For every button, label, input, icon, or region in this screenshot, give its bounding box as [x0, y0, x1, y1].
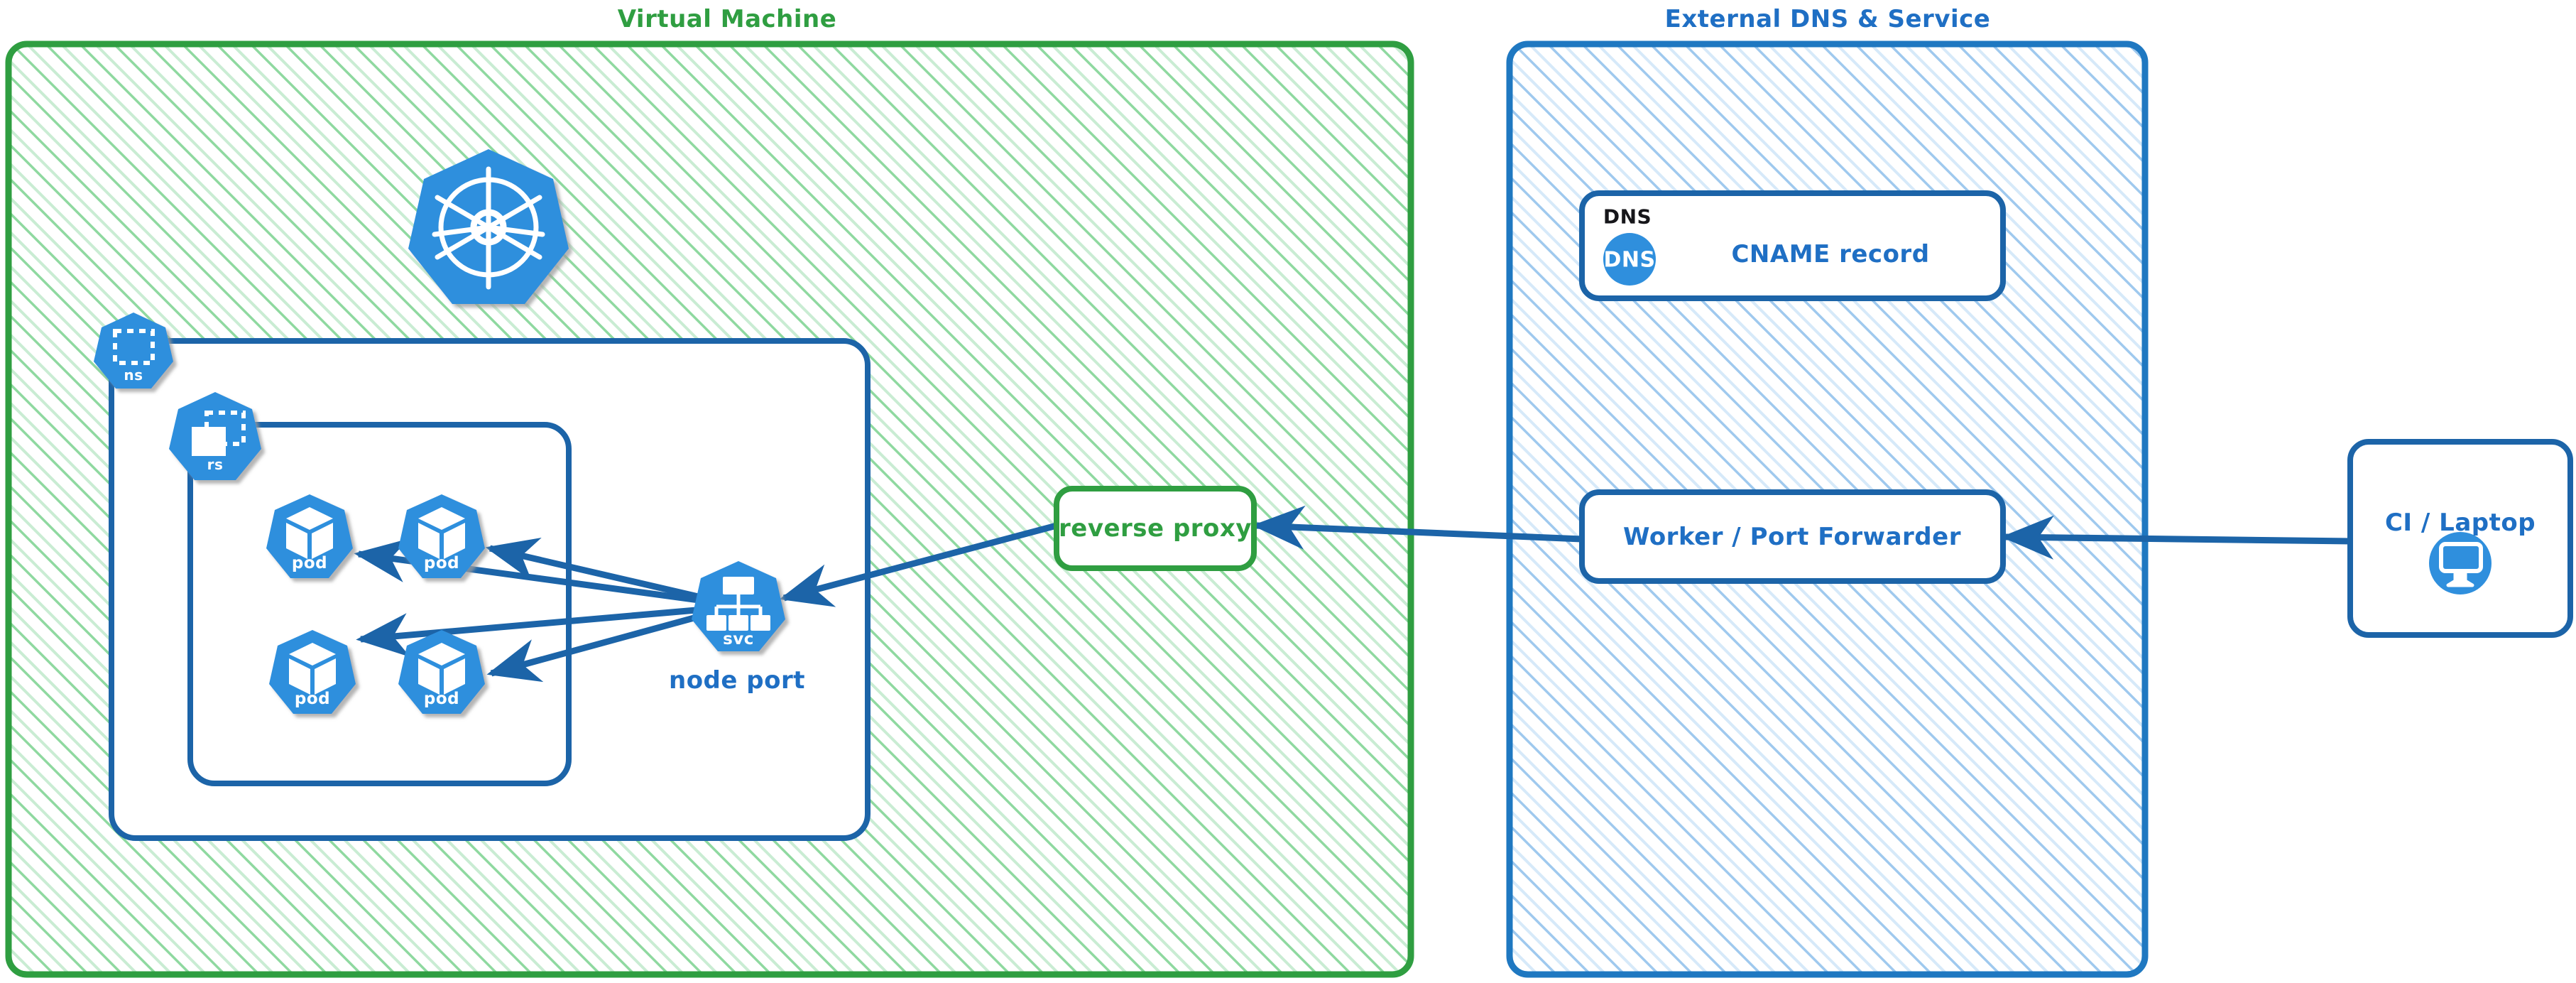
replicaset-box	[187, 422, 572, 786]
node-port-label: node port	[668, 666, 806, 695]
pod-3-icon	[269, 630, 356, 714]
worker-port-forwarder-label[interactable]: Worker / Port Forwarder	[1623, 523, 1961, 551]
dns-chip-icon	[1603, 233, 1656, 286]
ci-laptop-label[interactable]: CI / Laptop	[2384, 509, 2536, 537]
connector-svc-to-pod-2	[485, 537, 706, 602]
dns-badge-label: DNS	[1603, 205, 1652, 229]
connector-worker-to-reverse-proxy	[1252, 505, 1583, 550]
connector-ci-laptop-to-worker	[2001, 515, 2351, 560]
dns-cname-record-box[interactable]	[1579, 190, 2006, 301]
service-nodeport-icon	[692, 561, 785, 651]
zone-title-external-dns-service: External DNS & Service	[1664, 5, 1991, 33]
reverse-proxy-box[interactable]	[1054, 486, 1257, 571]
dns-chip-label: DNS	[1603, 247, 1656, 273]
reverse-proxy-label[interactable]: reverse proxy	[1058, 514, 1252, 543]
replicaset-badge-icon	[169, 392, 261, 480]
connector-reverse-proxy-to-service	[779, 522, 1058, 607]
connector-svc-to-pod-3	[356, 606, 705, 658]
worker-port-forwarder-box[interactable]	[1579, 489, 2006, 584]
pod-2-icon	[398, 494, 485, 578]
connector-svc-to-pod-4	[486, 612, 706, 683]
desktop-monitor-icon	[2429, 532, 2492, 594]
pod-1-icon	[266, 494, 353, 578]
zone-title-virtual-machine: Virtual Machine	[617, 5, 837, 33]
namespace-badge-icon	[94, 313, 173, 389]
kubernetes-logo	[408, 149, 569, 304]
pod-4-icon	[398, 630, 485, 714]
cname-record-label[interactable]: CNAME record	[1731, 240, 1930, 268]
